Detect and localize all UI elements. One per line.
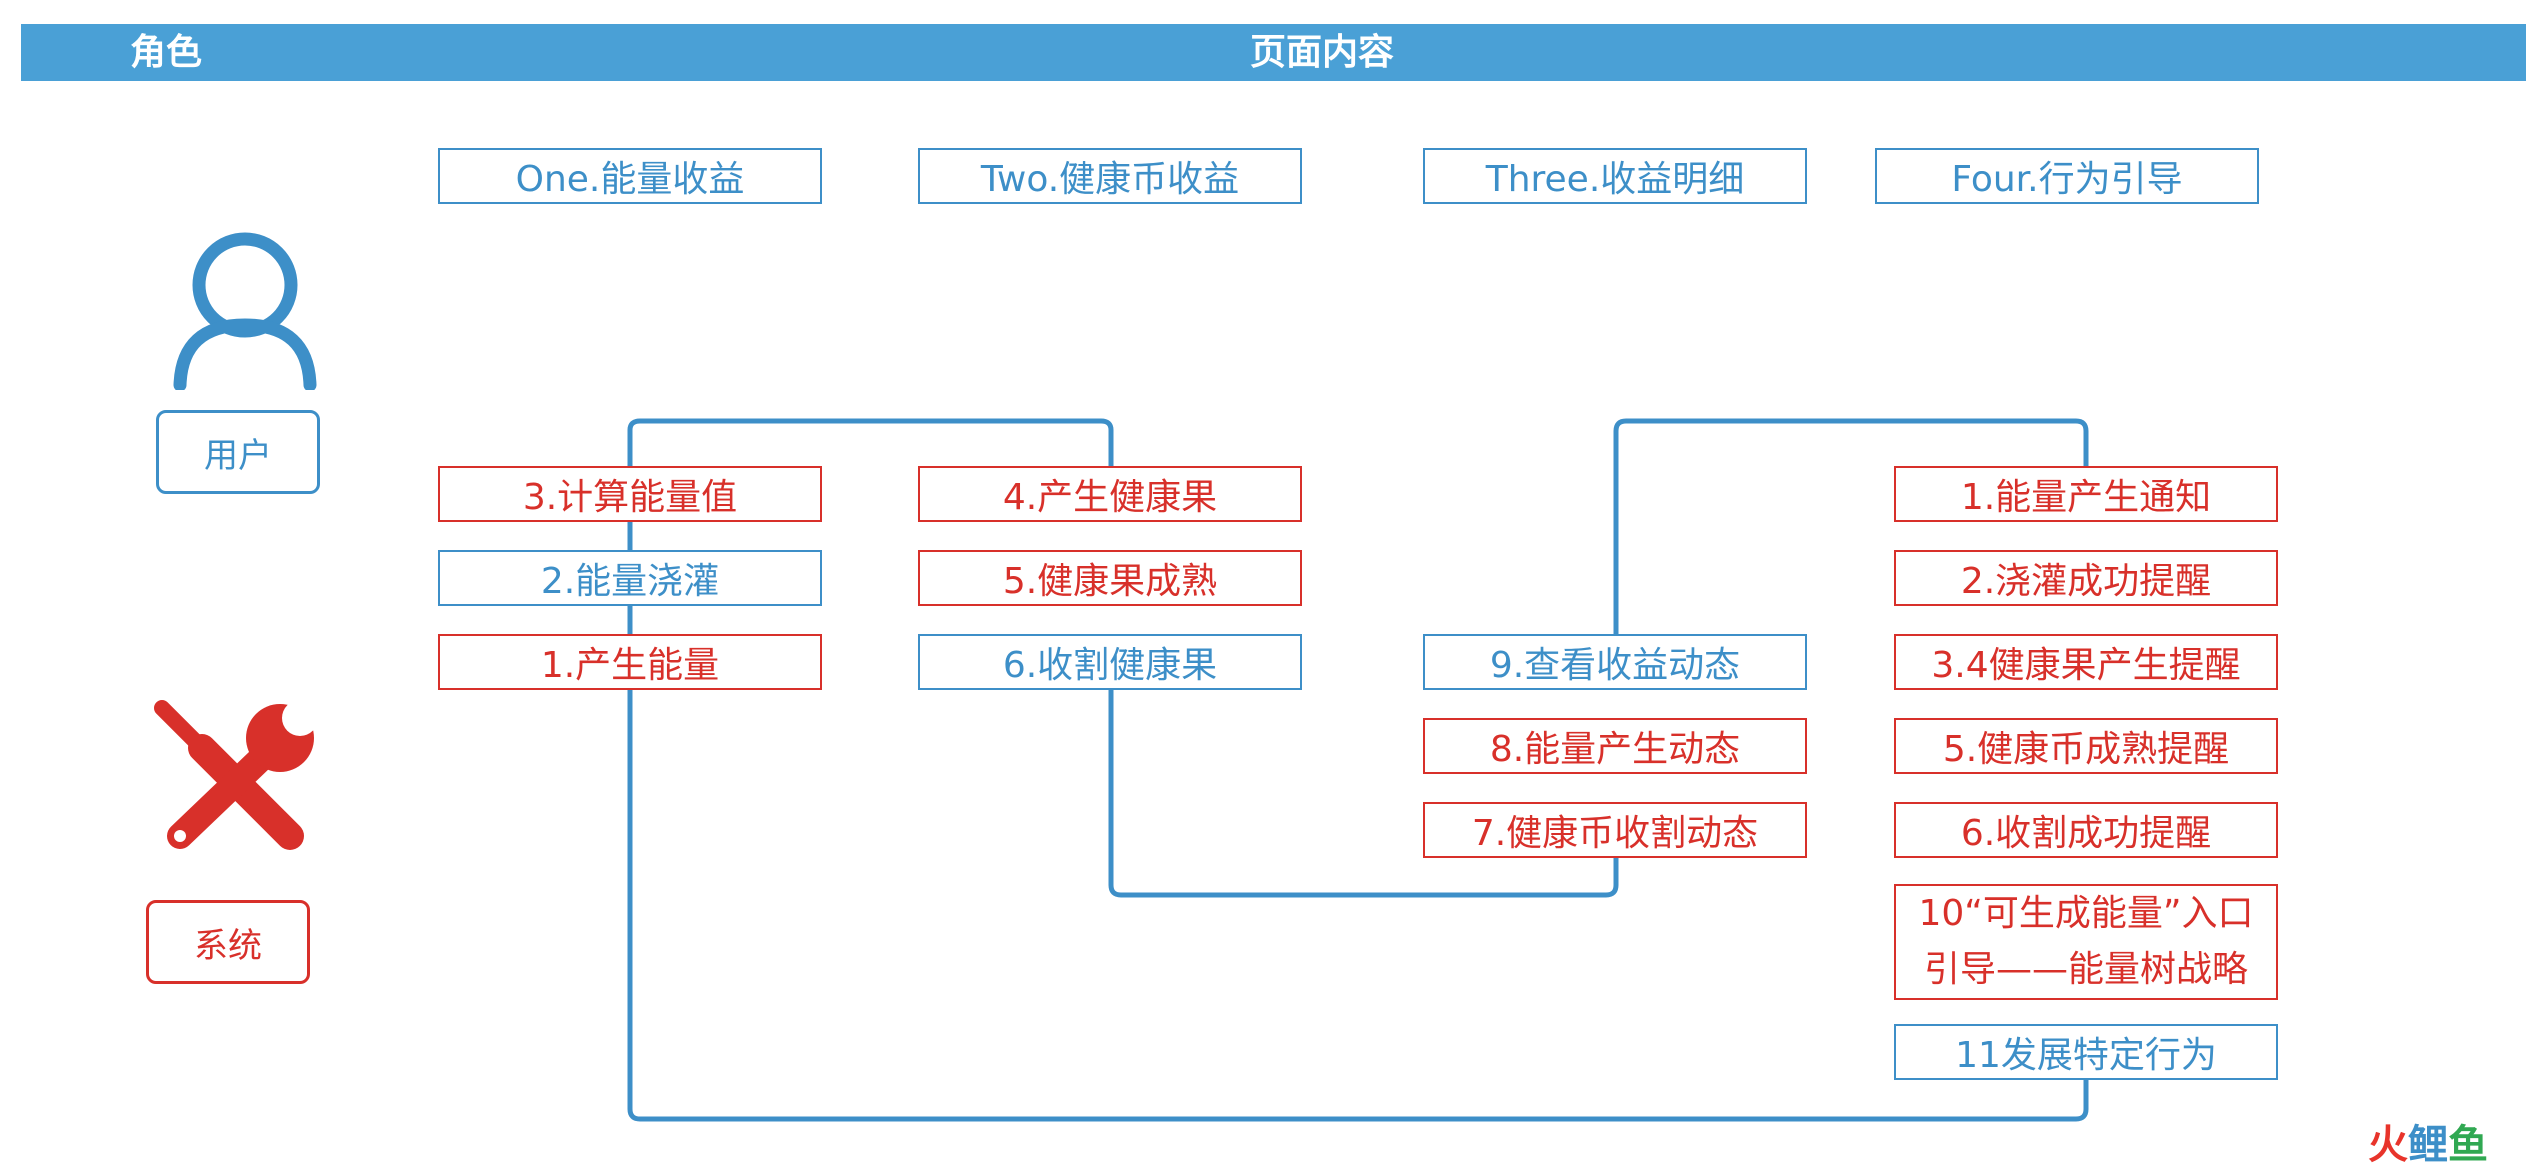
watermark-part: 鱼 <box>2448 1122 2488 1168</box>
step-label: 1.能量产生通知 <box>1960 477 2212 518</box>
step-produce-energy: 1.产生能量 <box>438 634 822 690</box>
step-calc-energy: 3.计算能量值 <box>438 466 822 522</box>
role-user-label: 用户 <box>204 435 272 476</box>
step-label: 9.查看收益动态 <box>1489 645 1741 686</box>
step-energy-notice: 1.能量产生通知 <box>1894 466 2278 522</box>
step-fruit-ripe: 5.健康果成熟 <box>918 550 1302 606</box>
role-system-label: 系统 <box>194 925 262 966</box>
step-label: 3.4健康果产生提醒 <box>1931 645 2241 686</box>
step-label: 1.产生能量 <box>540 645 720 686</box>
step-harvest-fruit: 6.收割健康果 <box>918 634 1302 690</box>
step-harvest-reminder: 6.收割成功提醒 <box>1894 802 2278 858</box>
step-view-income: 9.查看收益动态 <box>1423 634 1807 690</box>
section-label: Two.健康币收益 <box>980 159 1240 200</box>
step-energy-feed: 8.能量产生动态 <box>1423 718 1807 774</box>
step-label: 2.浇灌成功提醒 <box>1960 561 2212 602</box>
user-icon <box>173 232 317 390</box>
section-label: Three.收益明细 <box>1485 159 1745 200</box>
step-label: 6.收割健康果 <box>1002 645 1218 686</box>
watermark-logo: 火鲤鱼 <box>2368 1112 2488 1170</box>
tools-icon <box>154 700 318 850</box>
step-label: 4.产生健康果 <box>1002 477 1218 518</box>
step-coin-ripe-reminder: 5.健康币成熟提醒 <box>1894 718 2278 774</box>
step-label: 5.健康币成熟提醒 <box>1942 729 2230 770</box>
step-label: 7.健康币收割动态 <box>1471 813 1759 854</box>
step-label: 6.收割成功提醒 <box>1960 813 2212 854</box>
step-label: 2.能量浇灌 <box>540 561 720 602</box>
step-label: 5.健康果成熟 <box>1002 561 1218 602</box>
watermark-part: 火 <box>2368 1122 2408 1168</box>
connector-col2-to-col3 <box>1108 688 1619 898</box>
header-content-label: 页面内容 <box>1250 32 1395 73</box>
screwdriver-shape <box>154 700 304 850</box>
step-fruit-reminder: 3.4健康果产生提醒 <box>1894 634 2278 690</box>
step-label-line1: 10“可生成能量”入口 <box>1918 893 2254 934</box>
section-label: Four.行为引导 <box>1951 159 2183 200</box>
header-bar <box>21 24 2526 81</box>
step-entry-guide: 10“可生成能量”入口 引导——能量树战略 <box>1894 884 2278 1000</box>
step-label-line2: 引导——能量树战略 <box>1923 949 2248 990</box>
section-label: One.能量收益 <box>515 159 745 200</box>
connector-col3-to-col4 <box>1613 418 2089 636</box>
section-three: Three.收益明细 <box>1423 148 1807 204</box>
role-user-box: 用户 <box>156 410 320 494</box>
wrench-shape <box>167 700 318 849</box>
connector-loop-outer <box>627 436 2089 1122</box>
section-two: Two.健康币收益 <box>918 148 1302 204</box>
step-label: 8.能量产生动态 <box>1489 729 1741 770</box>
section-one: One.能量收益 <box>438 148 822 204</box>
step-coin-harvest-feed: 7.健康币收割动态 <box>1423 802 1807 858</box>
connector-col1-to-col2 <box>627 418 1114 466</box>
header-role-label: 角色 <box>130 32 203 73</box>
step-water-reminder: 2.浇灌成功提醒 <box>1894 550 2278 606</box>
step-label: 3.计算能量值 <box>522 477 738 518</box>
step-specific-behavior: 11发展特定行为 <box>1894 1024 2278 1080</box>
role-system-box: 系统 <box>146 900 310 984</box>
section-four: Four.行为引导 <box>1875 148 2259 204</box>
watermark-part: 鲤 <box>2408 1122 2448 1168</box>
step-energy-water: 2.能量浇灌 <box>438 550 822 606</box>
step-produce-fruit: 4.产生健康果 <box>918 466 1302 522</box>
step-label: 11发展特定行为 <box>1955 1035 2217 1076</box>
